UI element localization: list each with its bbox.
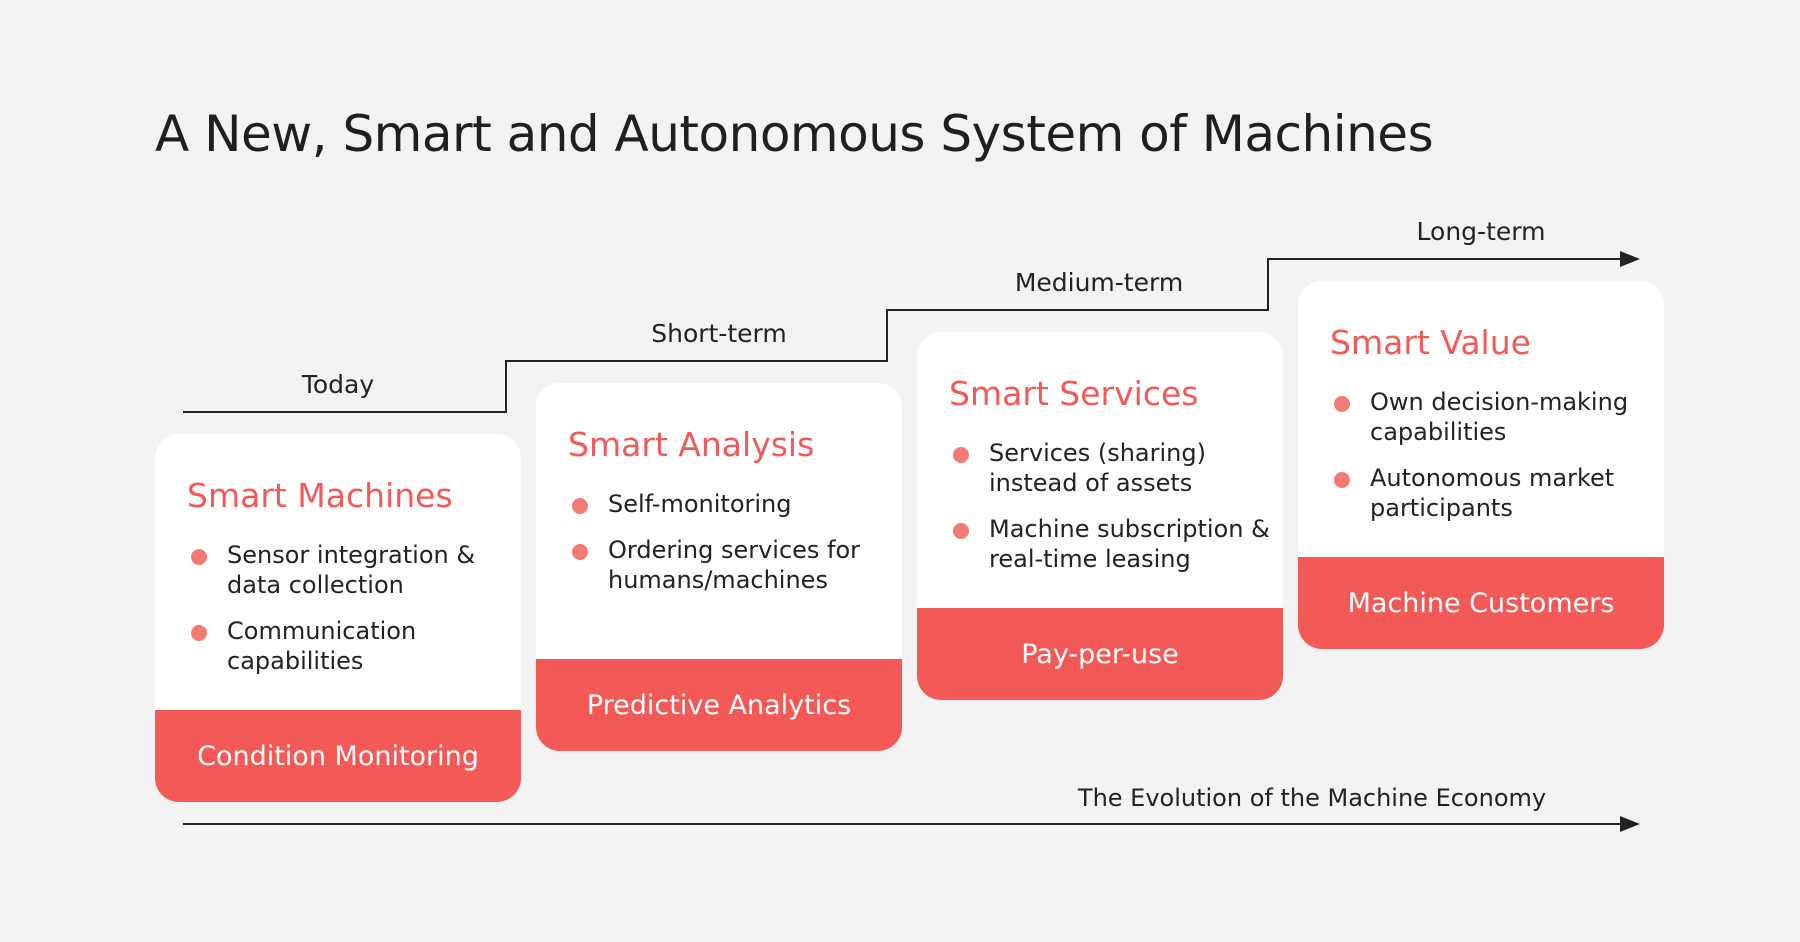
bullet-dot-icon <box>572 544 588 560</box>
card-smart-machines: Smart Machines Sensor integration & data… <box>155 434 521 802</box>
card-footer-label: Predictive Analytics <box>586 689 852 721</box>
bullet-text: Sensor integration & data collection <box>227 541 476 599</box>
card-footer-label: Condition Monitoring <box>197 740 479 772</box>
bullet-dot-icon <box>953 523 969 539</box>
card-title: Smart Services <box>949 374 1199 413</box>
card-title: Smart Value <box>1330 323 1531 362</box>
card-footer: Condition Monitoring <box>155 710 521 802</box>
card-footer-label: Pay-per-use <box>1021 638 1179 670</box>
bullet-dot-icon <box>1334 396 1350 412</box>
card-footer: Predictive Analytics <box>536 659 902 751</box>
bullet-item: Machine subscription & real-time leasing <box>951 514 1279 574</box>
bullet-list: Self-monitoring Ordering services for hu… <box>570 489 898 611</box>
bullet-item: Sensor integration & data collection <box>189 540 517 600</box>
bullet-item: Own decision-making capabilities <box>1332 387 1640 447</box>
card-smart-services: Smart Services Services (sharing) instea… <box>917 332 1283 700</box>
bullet-item: Services (sharing) instead of assets <box>951 438 1279 498</box>
card-title: Smart Analysis <box>568 425 815 464</box>
stage-label-short-term: Short-term <box>651 319 787 348</box>
stage-label-long-term: Long-term <box>1416 217 1546 246</box>
bullet-dot-icon <box>191 549 207 565</box>
stage-label-medium-term: Medium-term <box>1014 268 1184 297</box>
card-footer: Pay-per-use <box>917 608 1283 700</box>
card-footer-label: Machine Customers <box>1347 587 1615 619</box>
bullet-text: Autonomous market participants <box>1370 464 1615 522</box>
page-title: A New, Smart and Autonomous System of Ma… <box>155 105 1434 163</box>
bullet-dot-icon <box>1334 472 1350 488</box>
bullet-dot-icon <box>953 447 969 463</box>
bullet-text: Machine subscription & real-time leasing <box>989 515 1270 573</box>
bullet-text: Services (sharing) instead of assets <box>989 439 1206 497</box>
bullet-dot-icon <box>572 498 588 514</box>
card-smart-value: Smart Value Own decision-making capabili… <box>1298 281 1664 649</box>
bullet-item: Ordering services for humans/machines <box>570 535 898 595</box>
bullet-item: Communication capabilities <box>189 616 517 676</box>
bullet-list: Sensor integration & data collection Com… <box>189 540 517 692</box>
card-title: Smart Machines <box>187 476 453 515</box>
bullet-text: Ordering services for humans/machines <box>608 536 861 594</box>
stage-label-today: Today <box>301 370 375 399</box>
card-smart-analysis: Smart Analysis Self-monitoring Ordering … <box>536 383 902 751</box>
evolution-axis-label: The Evolution of the Machine Economy <box>1077 784 1547 812</box>
bullet-dot-icon <box>191 625 207 641</box>
step-timeline-line <box>183 251 1640 413</box>
bullet-item: Autonomous market participants <box>1332 463 1640 523</box>
card-footer: Machine Customers <box>1298 557 1664 649</box>
bullet-list: Services (sharing) instead of assets Mac… <box>951 438 1279 590</box>
bullet-text: Own decision-making capabilities <box>1370 388 1629 446</box>
bullet-text: Self-monitoring <box>608 490 792 518</box>
bullet-text: Communication capabilities <box>227 617 417 675</box>
bullet-item: Self-monitoring <box>570 489 898 519</box>
bullet-list: Own decision-making capabilities Autonom… <box>1332 387 1640 539</box>
